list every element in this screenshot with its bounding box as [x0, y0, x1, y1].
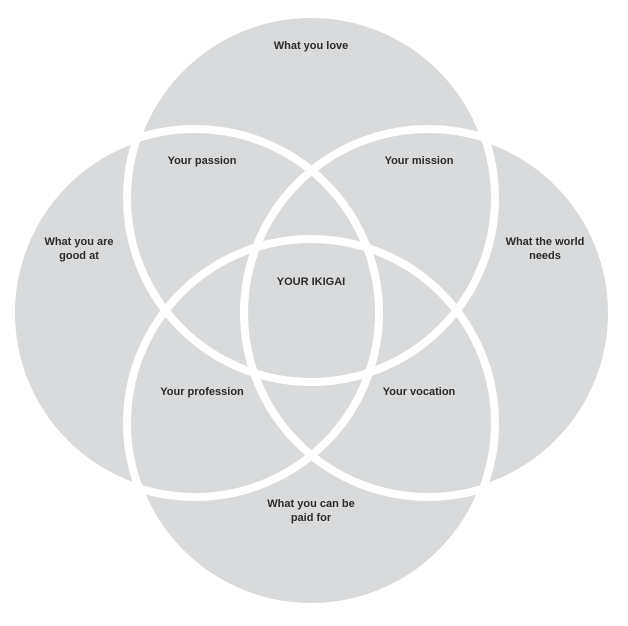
label-paid-for-line2: paid for [291, 512, 332, 524]
label-your-passion: Your passion [168, 155, 237, 167]
label-world-needs-line1: What the world [506, 236, 585, 248]
label-paid-for-line1: What you can be [267, 498, 354, 510]
label-what-you-love: What you love [274, 40, 349, 52]
label-good-at-line1: What you are [44, 236, 113, 248]
outline-top [123, 10, 499, 386]
label-good-at-line2: good at [59, 250, 99, 262]
label-your-profession: Your profession [160, 386, 244, 398]
outline-right [240, 125, 616, 501]
label-your-vocation: Your vocation [383, 386, 456, 398]
outline-bottom [123, 235, 499, 611]
label-world-needs-line2: needs [529, 250, 561, 262]
circle-bottom [127, 239, 495, 607]
circle-outlines [7, 10, 616, 611]
label-your-ikigai: YOUR IKIGAI [277, 276, 345, 288]
circle-fills [11, 14, 612, 607]
outline-left [7, 125, 383, 501]
label-your-mission: Your mission [385, 155, 454, 167]
